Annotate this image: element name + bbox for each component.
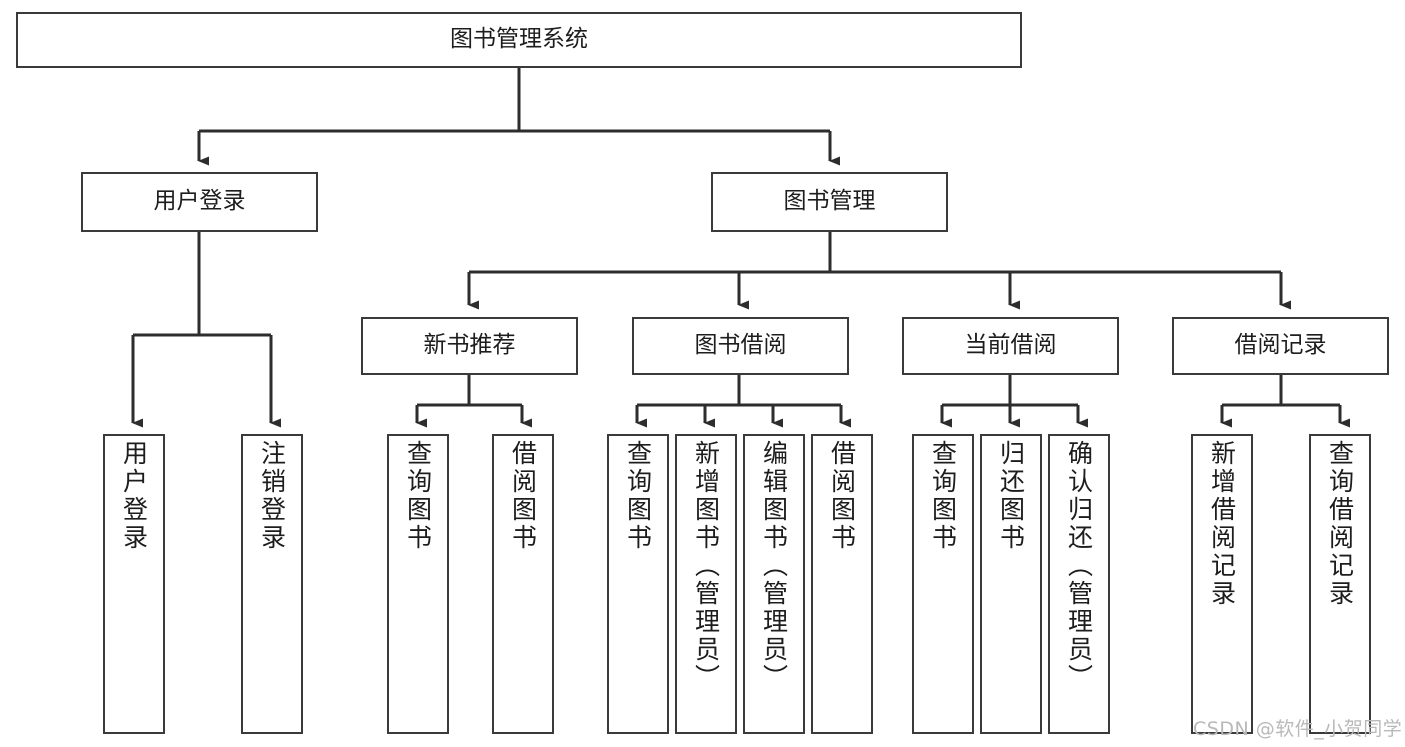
node-label: 图书借阅 xyxy=(694,332,787,359)
leaf-return-books[interactable]: 归还图书 xyxy=(980,434,1042,734)
node-label: 用户登录 xyxy=(153,188,246,215)
leaf-query-books-borrowing[interactable]: 查询图书 xyxy=(607,434,669,734)
node-new-book-recommendation[interactable]: 新书推荐 xyxy=(361,317,578,375)
node-label: 图书管理系统 xyxy=(450,26,588,53)
node-label: 新书推荐 xyxy=(423,332,516,359)
node-label: 新增图书（管理员） xyxy=(691,440,721,692)
node-label: 新增借阅记录 xyxy=(1207,440,1237,608)
leaf-borrow-books-recommendation[interactable]: 借阅图书 xyxy=(492,434,554,734)
node-book-borrowing[interactable]: 图书借阅 xyxy=(632,317,849,375)
leaf-add-book-admin[interactable]: 新增图书（管理员） xyxy=(675,434,737,734)
node-label: 查询图书 xyxy=(928,440,958,552)
leaf-query-borrow-record[interactable]: 查询借阅记录 xyxy=(1309,434,1371,734)
node-label: 查询图书 xyxy=(623,440,653,552)
leaf-user-login[interactable]: 用户登录 xyxy=(103,434,165,734)
node-label: 借阅图书 xyxy=(508,440,538,552)
node-user-login[interactable]: 用户登录 xyxy=(81,172,318,232)
leaf-logout[interactable]: 注销登录 xyxy=(241,434,303,734)
node-label: 查询图书 xyxy=(403,440,433,552)
node-label: 借阅图书 xyxy=(827,440,857,552)
node-label: 当前借阅 xyxy=(964,332,1057,359)
node-book-management[interactable]: 图书管理 xyxy=(711,172,948,232)
leaf-query-books-recommendation[interactable]: 查询图书 xyxy=(387,434,449,734)
leaf-query-books-current[interactable]: 查询图书 xyxy=(912,434,974,734)
node-label: 用户登录 xyxy=(119,440,149,552)
node-label: 查询借阅记录 xyxy=(1325,440,1355,608)
leaf-edit-book-admin[interactable]: 编辑图书（管理员） xyxy=(743,434,805,734)
node-label: 确认归还（管理员） xyxy=(1064,440,1094,692)
node-root-library-management-system[interactable]: 图书管理系统 xyxy=(16,12,1022,68)
leaf-add-borrow-record[interactable]: 新增借阅记录 xyxy=(1191,434,1253,734)
leaf-borrow-books-borrowing[interactable]: 借阅图书 xyxy=(811,434,873,734)
node-label: 注销登录 xyxy=(257,440,287,552)
node-label: 借阅记录 xyxy=(1234,332,1327,359)
node-label: 归还图书 xyxy=(996,440,1026,552)
node-label: 图书管理 xyxy=(783,188,876,215)
node-current-borrowing[interactable]: 当前借阅 xyxy=(902,317,1119,375)
node-label: 编辑图书（管理员） xyxy=(759,440,789,692)
leaf-confirm-return-admin[interactable]: 确认归还（管理员） xyxy=(1048,434,1110,734)
node-borrowing-records[interactable]: 借阅记录 xyxy=(1172,317,1389,375)
csdn-watermark: CSDN @软件_小贺同学 xyxy=(1193,718,1403,740)
